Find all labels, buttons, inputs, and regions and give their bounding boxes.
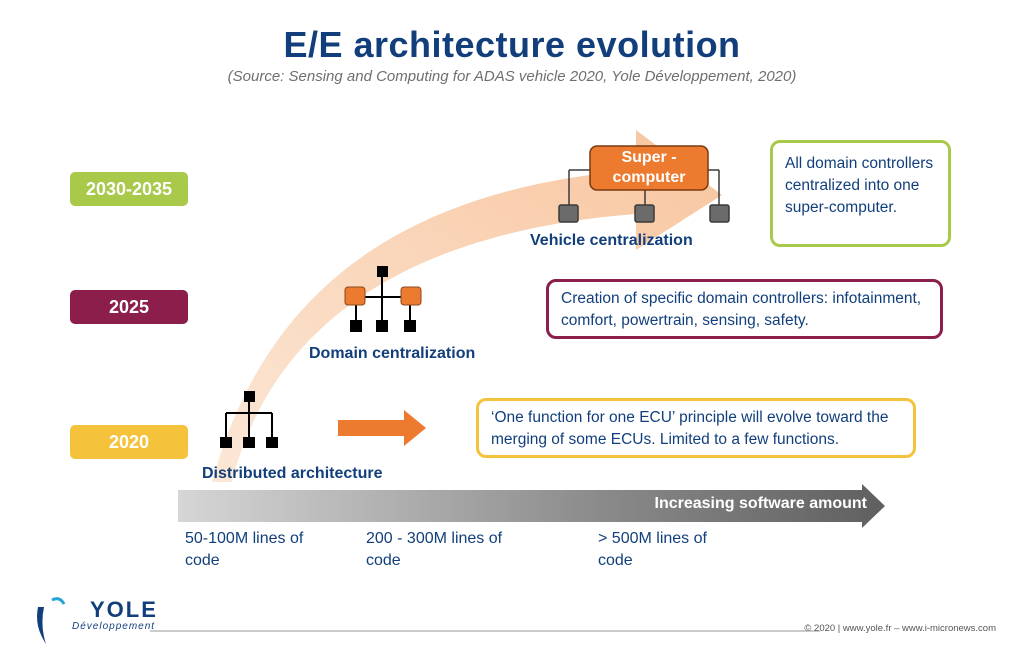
distributed-architecture-label: Distributed architecture xyxy=(202,465,383,482)
evolve-arrow-icon xyxy=(338,410,426,446)
vehicle-centralization-icon xyxy=(558,145,730,223)
super-computer-label: Super - computer xyxy=(612,149,686,186)
page-title: E/E architecture evolution xyxy=(283,24,741,65)
code-lines-2030: > 500M lines of code xyxy=(598,530,707,569)
domain-centralization-icon xyxy=(344,266,422,332)
yole-logo-swirl xyxy=(51,597,66,605)
code-lines-2025: 200 - 300M lines of code xyxy=(366,530,503,569)
footer-copyright: © 2020 | www.yole.fr – www.i-micronews.c… xyxy=(804,623,996,634)
domain-centralization-label: Domain centralization xyxy=(309,345,476,362)
year-badge-2030-2035: 2030-2035 xyxy=(70,172,188,206)
code-lines-2020: 50-100M lines of code xyxy=(185,530,304,569)
yole-logo-icon xyxy=(37,607,46,644)
distributed-architecture-icon xyxy=(220,391,278,448)
software-amount-label: Increasing software amount xyxy=(654,495,868,512)
distributed-ecu-description: ‘One function for one ECU’ principle wil… xyxy=(476,398,916,458)
year-badge-2025: 2025 xyxy=(70,290,188,324)
domain-controllers-description: Creation of specific domain controllers:… xyxy=(546,279,943,339)
source-subtitle: (Source: Sensing and Computing for ADAS … xyxy=(227,68,797,85)
vehicle-centralization-description: All domain controllers centralized into … xyxy=(770,140,951,247)
year-badge-2020: 2020 xyxy=(70,425,188,459)
evolution-swoosh-arrow xyxy=(212,130,722,482)
yole-logo-name: YOLE xyxy=(90,597,158,622)
software-amount-arrow xyxy=(178,484,885,528)
yole-logo-subtitle: Développement xyxy=(72,621,156,632)
vehicle-centralization-label: Vehicle centralization xyxy=(530,232,693,249)
